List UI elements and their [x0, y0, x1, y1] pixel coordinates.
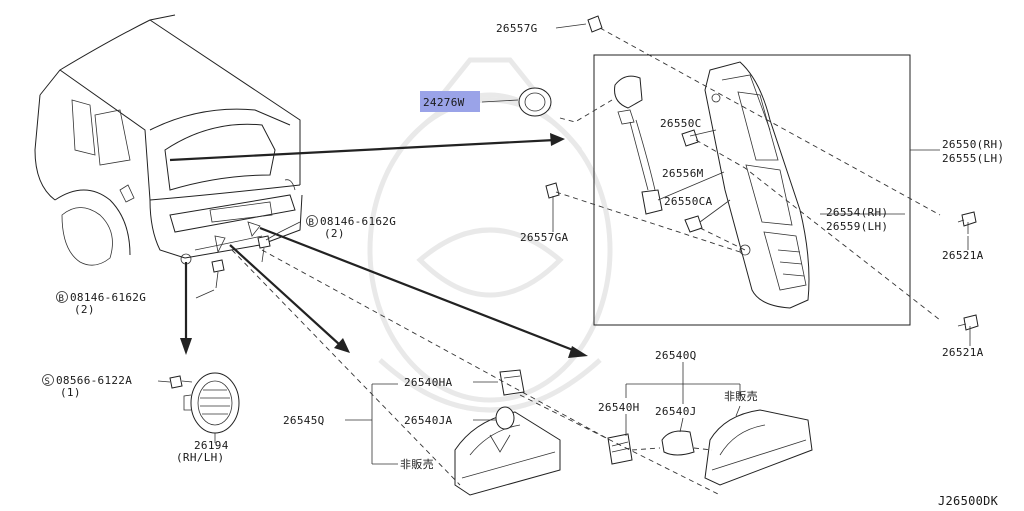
label-26540j: 26540J [655, 405, 697, 418]
label-26557ga: 26557GA [520, 231, 569, 244]
label-26559-lh: 26559(LH) [826, 220, 888, 233]
label-24276w: 24276W [423, 96, 465, 109]
highlight-24276w [420, 91, 480, 112]
side-marker-26194 [183, 372, 240, 434]
label-bolt-lower: 08146-6162G [70, 291, 146, 304]
label-26555-lh: 26555(LH) [942, 152, 1004, 165]
label-26540ha: 26540HA [404, 376, 453, 389]
harness-socket [559, 75, 663, 215]
bolt-lower [211, 259, 225, 289]
bulb-26550c [681, 129, 699, 147]
label-not-sold-right: 非販売 [724, 390, 758, 403]
bolt-symbol-lower-text: B [59, 294, 65, 304]
label-not-sold-left: 非販売 [400, 458, 434, 471]
bolt-symbol-upper [306, 215, 318, 227]
screw-symbol [42, 374, 54, 386]
diagram-id: J26500DK [938, 494, 999, 508]
screw-symbol-text: S [45, 377, 51, 387]
label-26540q: 26540Q [655, 349, 697, 362]
rear-reflex-lamp-right [704, 409, 813, 486]
bolt-upper [257, 235, 271, 263]
label-bolt-lower-qty: (2) [74, 303, 95, 316]
label-26540ja: 26540JA [404, 414, 453, 427]
label-26550ca: 26550CA [664, 195, 713, 208]
clip-26557ga [545, 182, 560, 199]
label-26194-side: (RH/LH) [176, 451, 224, 464]
label-screw-qty: (1) [60, 386, 81, 399]
label-bolt-upper-qty: (2) [324, 227, 345, 240]
alignment-lines [555, 27, 941, 321]
clip-26557g [587, 15, 603, 33]
socket-26540h [607, 433, 633, 465]
screw-26521a-upper [957, 211, 977, 234]
label-26557g: 26557G [496, 22, 538, 35]
socket-26540ha [499, 369, 525, 396]
lower-alignment-lines [231, 249, 721, 496]
bolt-symbol-lower [56, 291, 68, 303]
label-26550c: 26550C [660, 117, 702, 130]
label-bolt-upper: 08146-6162G [320, 215, 396, 228]
label-screw: 08566-6122A [56, 374, 132, 387]
label-26550-rh: 26550(RH) [942, 138, 1004, 151]
screw-08566 [169, 375, 193, 389]
bolt-symbol-upper-text: B [309, 218, 315, 228]
label-26194: 26194 [194, 439, 229, 452]
label-26556m: 26556M [662, 167, 704, 180]
callout-arrows [169, 133, 588, 358]
label-26540h: 26540H [598, 401, 640, 414]
label-26554-rh: 26554(RH) [826, 206, 888, 219]
bulb-26540ja [495, 406, 515, 430]
label-26521a-lower: 26521A [942, 346, 984, 359]
label-26521a-upper: 26521A [942, 249, 984, 262]
bulb-26550ca [684, 215, 703, 233]
watermark-emblem [367, 57, 613, 413]
screw-26521a-lower [957, 314, 979, 338]
lamp-assembly-box [593, 54, 940, 326]
vehicle-rear-outline [34, 14, 303, 266]
rear-lamp-housing [704, 61, 810, 309]
leader-lines [157, 23, 971, 465]
grommet-24276w [518, 87, 552, 117]
label-26545q: 26545Q [283, 414, 325, 427]
bulb-26540j [661, 430, 695, 456]
